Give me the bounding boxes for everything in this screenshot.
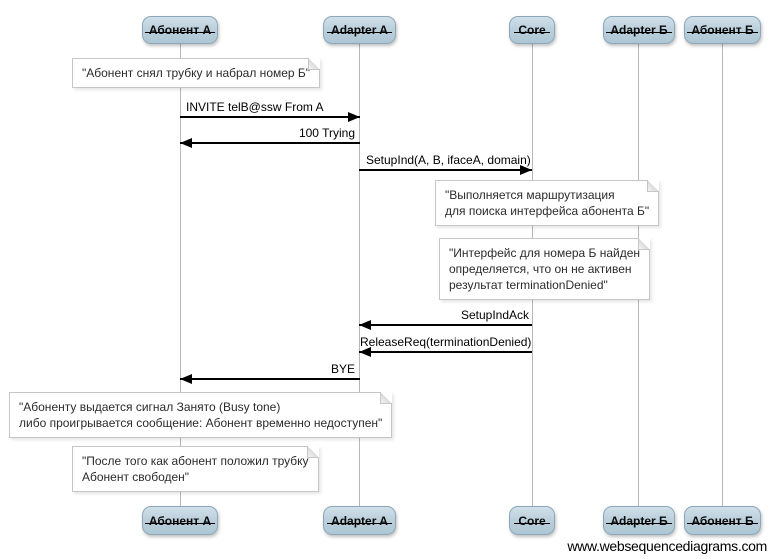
message-setupindack-label: SetupIndAck xyxy=(460,308,529,322)
note-line: "После того как абонент положил трубку xyxy=(82,454,309,468)
lifeline-abonent-b xyxy=(722,44,723,507)
actor-label: Core xyxy=(514,514,551,528)
actor-label: Core xyxy=(514,23,551,37)
message-bye-line xyxy=(180,378,360,380)
note-core-routing: "Выполняется маршрутизация для поиска ин… xyxy=(435,180,660,226)
message-invite-label: INVITE telB@ssw From A xyxy=(186,100,324,114)
note-abonent-a-dialed: "Абонент снял трубку и набрал номер Б" xyxy=(72,58,321,88)
message-100trying-label: 100 Trying xyxy=(298,126,355,140)
lifeline-abonent-a xyxy=(180,44,181,507)
arrow-left-icon xyxy=(180,138,192,148)
message-setupind-label: SetupInd(A, B, ifaceA, domain) xyxy=(366,153,531,167)
note-line: "Абонент снял трубку и набрал номер Б" xyxy=(82,66,311,80)
actor-bottom-abonent-b: Абонент Б xyxy=(684,506,761,535)
note-line: "Интерфейс для номера Б найден xyxy=(449,246,641,260)
actor-top-abonent-b: Абонент Б xyxy=(684,16,761,44)
arrow-right-icon xyxy=(348,112,360,122)
actor-top-adapter-b: Adapter Б xyxy=(603,16,675,44)
message-setupindack-line xyxy=(359,324,532,326)
note-line: для поиска интерфейса абонента Б" xyxy=(445,204,650,218)
actor-bottom-adapter-b: Adapter Б xyxy=(603,506,675,535)
message-invite-line xyxy=(180,116,360,118)
note-line: результат terminationDenied" xyxy=(449,278,608,292)
note-busy-tone: "Абоненту выдается сигнал Занято (Busy t… xyxy=(9,392,393,438)
note-core-interface-found: "Интерфейс для номера Б найден определяе… xyxy=(439,238,651,300)
note-line: "Абоненту выдается сигнал Занято (Busy t… xyxy=(19,400,281,414)
note-line: либо проигрывается сообщение: Абонент вр… xyxy=(19,416,383,430)
arrow-left-icon xyxy=(359,347,371,357)
actor-top-abonent-a: Абонент А xyxy=(142,16,218,44)
actor-top-adapter-a: Adapter A xyxy=(323,16,396,44)
note-subscriber-free: "После того как абонент положил трубку А… xyxy=(72,446,319,492)
message-releasereq-line xyxy=(359,351,532,353)
lifeline-adapter-a xyxy=(359,44,360,507)
actor-bottom-core: Core xyxy=(509,506,555,535)
note-line: "Выполняется маршрутизация xyxy=(445,188,615,202)
actor-label: Абонент Б xyxy=(687,514,758,528)
actor-label: Adapter Б xyxy=(606,23,672,37)
arrow-left-icon xyxy=(359,320,371,330)
actor-label: Абонент А xyxy=(144,23,216,37)
actor-label: Абонент А xyxy=(144,514,216,528)
actor-label: Абонент Б xyxy=(687,23,758,37)
message-releasereq-label: ReleaseReq(terminationDenied) xyxy=(360,335,532,349)
arrow-left-icon xyxy=(180,374,192,384)
actor-label: Adapter A xyxy=(327,514,392,528)
message-100trying-line xyxy=(180,142,360,144)
actor-label: Adapter A xyxy=(327,23,392,37)
note-line: определяется, что он не активен xyxy=(449,262,632,276)
actor-label: Adapter Б xyxy=(606,514,672,528)
actor-bottom-adapter-a: Adapter A xyxy=(323,506,396,535)
message-bye-label: BYE xyxy=(330,362,355,376)
note-line: Абонент свободен" xyxy=(82,470,190,484)
watermark: www.websequencediagrams.com xyxy=(567,538,767,554)
actor-top-core: Core xyxy=(509,16,555,44)
actor-bottom-abonent-a: Абонент А xyxy=(142,506,218,535)
message-setupind-line xyxy=(359,169,532,171)
arrow-right-icon xyxy=(520,165,532,175)
